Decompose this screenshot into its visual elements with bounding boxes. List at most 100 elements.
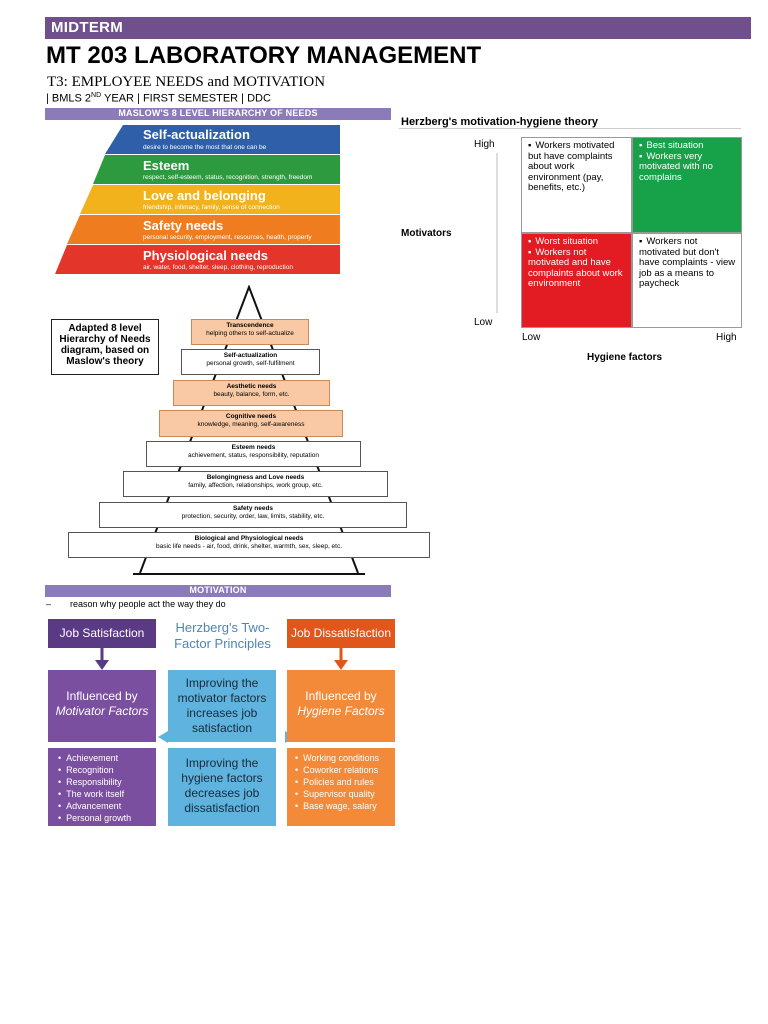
motivator-factors-box: Influenced by Motivator Factors <box>48 670 156 742</box>
maslow-level-desc: personal security, employment, resources… <box>143 234 312 241</box>
list-item: Policies and rules <box>295 776 395 788</box>
course-info-rest: YEAR | FIRST SEMESTER | DDC <box>101 92 271 105</box>
maslow-level-4: Safety needs personal security, employme… <box>55 215 345 244</box>
tier-name: Aesthetic needs <box>226 383 277 390</box>
tier-desc: helping others to self-actualize <box>206 330 294 337</box>
tier-desc: protection, security, order, law, limits… <box>181 513 325 520</box>
quadrant-top-right: Best situation Workers very motivated wi… <box>632 137 742 233</box>
x-axis-label: Hygiene factors <box>587 352 663 363</box>
maslow-level-name: Physiological needs <box>143 248 268 263</box>
quadrant-text: Workers motivated but have complaints ab… <box>528 140 627 194</box>
maslow-level-desc: respect, self-esteem, status, recognitio… <box>143 174 313 181</box>
definition-dash: – <box>46 599 52 609</box>
herzberg-chart-title: Herzberg's motivation-hygiene theory <box>401 116 598 128</box>
job-dissatisfaction-header: Job Dissatisfaction <box>287 619 395 648</box>
tier-desc: knowledge, meaning, self-awareness <box>197 421 305 428</box>
job-satisfaction-header: Job Satisfaction <box>48 619 156 648</box>
midterm-banner: MIDTERM <box>45 17 751 39</box>
adapted-hierarchy-caption: Adapted 8 level Hierarchy of Needs diagr… <box>51 319 159 375</box>
quadrant-text: Best situation <box>639 140 737 152</box>
course-info-year: | BMLS 2 <box>46 92 92 105</box>
hygiene-list: Working conditions Coworker relations Po… <box>295 752 395 812</box>
tier-name: Safety needs <box>232 505 274 512</box>
motivation-section-label: MOTIVATION <box>45 585 391 597</box>
quadrant-text: Workers very motivated with no complains <box>639 151 737 184</box>
motivation-definition: reason why people act the way they do <box>70 599 226 609</box>
tier-name: Cognitive needs <box>225 413 277 420</box>
maslow-level-3: Love and belonging friendship, intimacy,… <box>55 185 345 214</box>
hygiene-factors-box: Influenced by Hygiene Factors <box>287 670 395 742</box>
tier-cognitive: Cognitive needs knowledge, meaning, self… <box>159 410 343 437</box>
tier-biological: Biological and Physiological needs basic… <box>68 532 430 558</box>
maslow-level-2: Esteem respect, self-esteem, status, rec… <box>55 155 345 184</box>
tier-aesthetic: Aesthetic needs beauty, balance, form, e… <box>173 380 330 406</box>
motivator-box-line2: Motivator Factors <box>55 704 149 718</box>
tier-transcendence: Transcendence helping others to self-act… <box>191 319 309 345</box>
herzberg-title-rule <box>399 128 741 129</box>
maslow-level-1: Self-actualization desire to become the … <box>55 125 345 154</box>
tier-self-actualization: Self-actualization personal growth, self… <box>181 349 320 375</box>
x-axis-high: High <box>716 332 737 343</box>
tier-name: Biological and Physiological needs <box>194 535 304 542</box>
tier-safety: Safety needs protection, security, order… <box>99 502 407 528</box>
tier-desc: basic life needs - air, food, drink, she… <box>155 543 343 550</box>
y-axis-label: Motivators <box>401 228 452 239</box>
tier-name: Transcendence <box>226 322 274 329</box>
y-axis-low: Low <box>474 317 493 328</box>
topic-heading: T3: EMPLOYEE NEEDS and MOTIVATION <box>47 74 326 90</box>
tier-desc: beauty, balance, form, etc. <box>213 391 290 398</box>
list-item: Base wage, salary <box>295 800 395 812</box>
motivator-box-line1: Influenced by <box>66 689 138 703</box>
x-axis-low: Low <box>522 332 541 343</box>
maslow-level-2-shape <box>93 155 340 184</box>
quadrant-bottom-right: Workers not motivated but don't have com… <box>632 233 742 328</box>
tier-name: Esteem needs <box>231 444 276 451</box>
hygiene-list-box: Working conditions Coworker relations Po… <box>287 748 395 826</box>
list-item: Achievement <box>58 752 156 764</box>
tier-name: Belongingness and Love needs <box>206 474 305 481</box>
list-item: The work itself <box>58 788 156 800</box>
tier-name: Self-actualization <box>223 352 278 359</box>
arrow-satisfaction-down-head <box>95 660 109 670</box>
quadrant-bottom-left: Worst situation Workers not motivated an… <box>521 233 632 328</box>
maslow-pyramid-shapes <box>55 125 340 274</box>
arrow-dissatisfaction-down-head <box>334 660 348 670</box>
maslow-level-name: Safety needs <box>143 218 224 233</box>
maslow-section-label: MASLOW'S 8 LEVEL HIERARCHY OF NEEDS <box>45 108 391 120</box>
list-item: Supervisor quality <box>295 788 395 800</box>
maslow-level-name: Esteem <box>143 158 190 173</box>
hygiene-box-line1: Influenced by <box>305 689 377 703</box>
two-factor-title-line2: Factor Principles <box>174 636 271 651</box>
quadrant-text: Workers not motivated but don't have com… <box>639 236 737 290</box>
maslow-level-desc: air, water, food, shelter, sleep, clothi… <box>143 264 293 271</box>
tier-desc: achievement, status, responsibility, rep… <box>187 452 320 459</box>
tier-desc: personal growth, self-fulfilment <box>206 360 295 367</box>
herzberg-y-axis <box>496 153 498 313</box>
course-info: | BMLS 2ND YEAR | FIRST SEMESTER | DDC <box>46 92 271 105</box>
list-item: Coworker relations <box>295 764 395 776</box>
two-factor-title-line1: Herzberg's Two- <box>175 620 270 635</box>
maslow-pyramid: Self-actualization desire to become the … <box>55 125 345 275</box>
maslow-level-desc: friendship, intimacy, family, sense of c… <box>143 204 280 211</box>
center-top-box: Improving the motivator factors increase… <box>168 670 276 742</box>
maslow-level-5-shape <box>55 245 340 274</box>
maslow-level-desc: desire to become the most that one can b… <box>143 144 267 151</box>
list-item: Responsibility <box>58 776 156 788</box>
tier-belongingness: Belongingness and Love needs family, aff… <box>123 471 388 497</box>
list-item: Personal growth <box>58 812 156 824</box>
list-item: Advancement <box>58 800 156 812</box>
maslow-level-5: Physiological needs air, water, food, sh… <box>55 245 345 274</box>
motivator-list-box: Achievement Recognition Responsibility T… <box>48 748 156 826</box>
course-info-suffix: ND <box>91 92 102 99</box>
y-axis-high: High <box>474 139 495 150</box>
motivator-list: Achievement Recognition Responsibility T… <box>58 752 156 824</box>
maslow-level-1-shape <box>105 125 340 154</box>
quadrant-text: Workers not motivated and have complaint… <box>528 247 627 290</box>
page-title: MT 203 LABORATORY MANAGEMENT <box>46 42 482 69</box>
maslow-level-name: Love and belonging <box>143 188 266 203</box>
quadrant-top-left: Workers motivated but have complaints ab… <box>521 137 632 233</box>
center-bottom-box: Improving the hygiene factors decreases … <box>168 748 276 826</box>
maslow-level-4-shape <box>67 215 340 244</box>
list-item: Working conditions <box>295 752 395 764</box>
tier-desc: family, affection, relationships, work g… <box>188 482 323 489</box>
